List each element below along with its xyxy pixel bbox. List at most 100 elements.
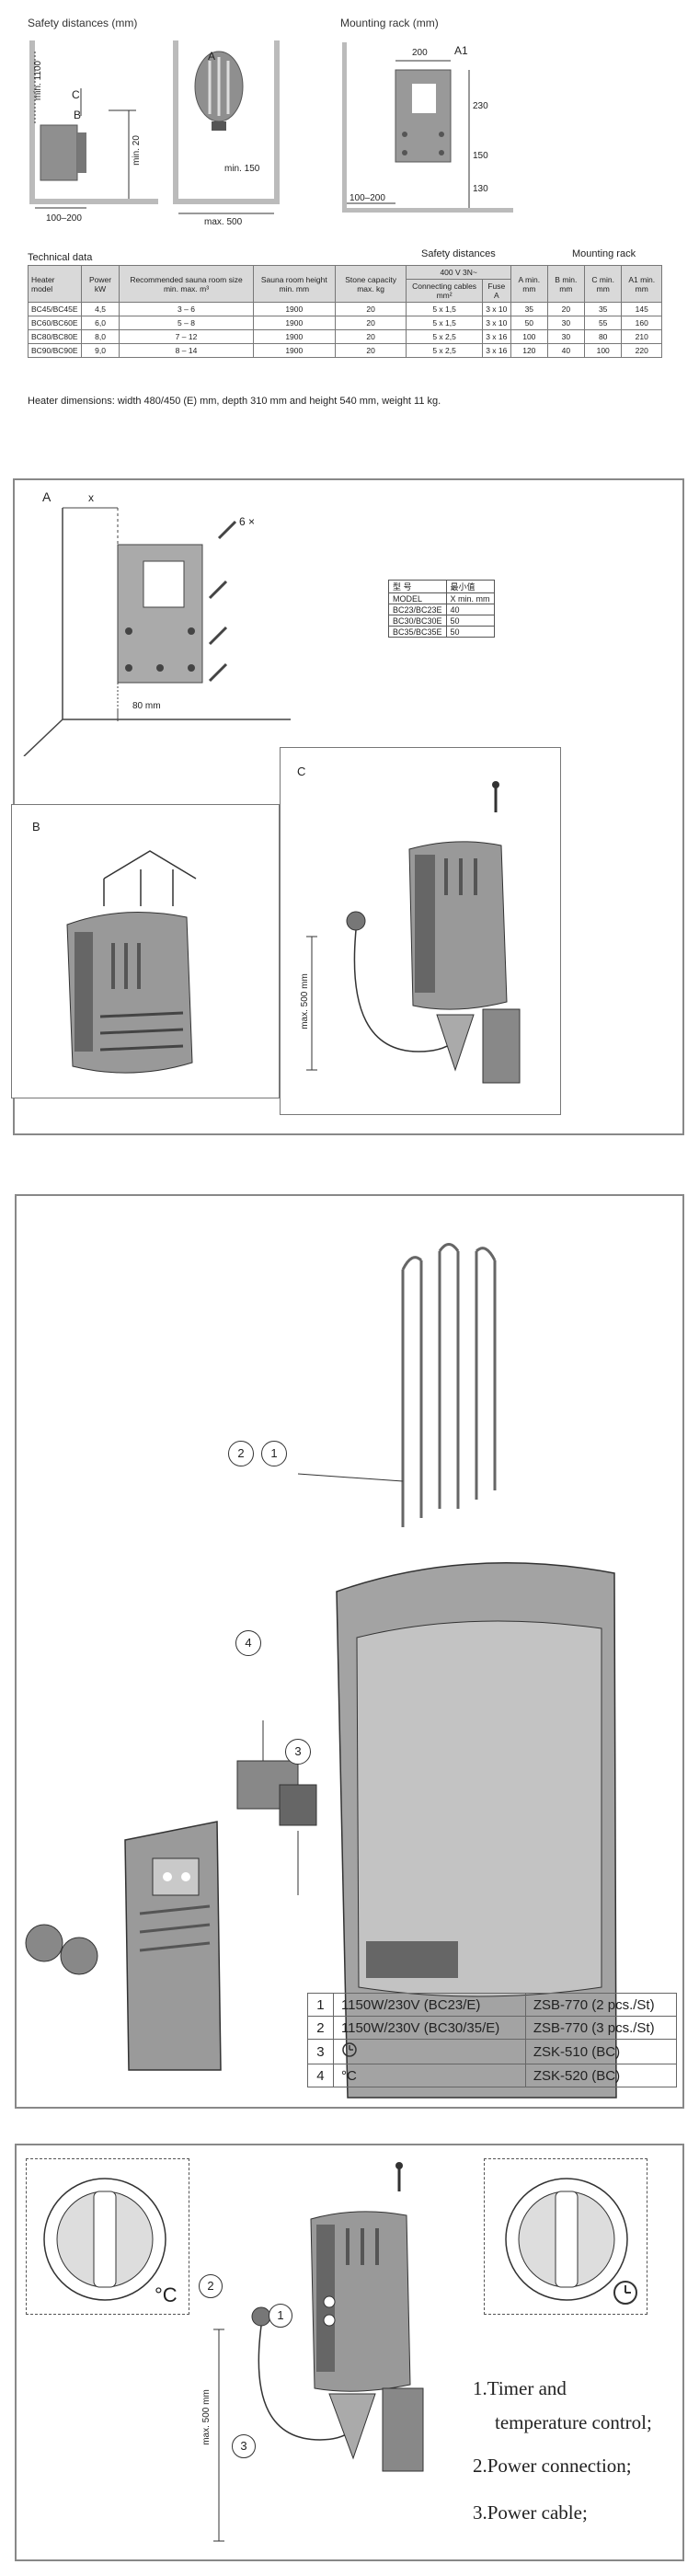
tech-cell: 5 x 1,5 [406,302,483,316]
parts-cell: 4 [307,2064,334,2087]
tech-cell: 160 [621,316,662,330]
tech-group-safety: Safety distances [421,248,496,259]
label-A: A [208,50,216,63]
tech-cell: 55 [583,316,623,330]
wall-mount-diagram [23,507,291,756]
tech-cell: 100 [583,343,623,358]
callout-1: 1 [269,2304,292,2328]
tech-cell: 7 – 12 [119,329,254,344]
tech-cell: 3 x 10 [481,302,511,316]
parts-cell: °C [332,2064,526,2087]
safety-diagram [29,40,280,214]
callout-3: 3 [285,1739,311,1765]
label-h150: 150 [473,151,488,161]
label-min1100: min. 1100 [33,60,44,101]
mini-h4: X min. mm [445,592,495,604]
mini-r3c1: BC35/BC35E [388,626,447,638]
parts-cell: 2 [307,2016,334,2040]
tech-title: Technical data [28,252,93,263]
th-stone: Stone capacity max. kg [334,265,407,303]
tech-cell: 3 – 6 [119,302,254,316]
tech-cell: 40 [546,343,585,358]
parts-cell: ZSK-510 (BC) [524,2039,678,2064]
label-max500: max. 500 [204,217,243,227]
heater-install-diagram [306,781,521,1084]
mini-r1c2: 40 [445,604,495,615]
label-h230: 230 [473,101,488,111]
timer-dial [505,2178,637,2305]
safety-distances-section: Safety distances (mm) min. 1100 C B min.… [26,17,280,228]
tech-cell: 1900 [252,343,336,358]
legend-line-2: temperature control; [495,2411,652,2433]
tech-cell: 100 [510,329,548,344]
label-min20: min. 20 [131,135,142,166]
legend-line-4: 3.Power cable; [473,2501,588,2524]
callout-2: 2 [199,2274,223,2298]
temperature-dial-frame [26,2158,189,2315]
mini-r2c1: BC30/BC30E [388,615,447,627]
mount-diagram [342,42,513,213]
tech-cell: 20 [334,343,407,358]
tech-cell: 5 x 2,5 [406,329,483,344]
controls-legend: 1.Timer and temperature control; 2.Power… [473,2377,675,2524]
tech-cell: 4,5 [80,302,120,316]
parts-cell: ZSB-770 (2 pcs./St) [524,1993,678,2017]
th-height: Sauna room height min. mm [252,265,336,303]
tech-cell: 1900 [252,302,336,316]
clock-icon [332,2039,526,2064]
mini-r1c1: BC23/BC23E [388,604,447,615]
clock-icon-svg [342,2042,357,2057]
mini-h3: MODEL [388,592,447,604]
label-dist80: 80 mm [132,701,161,711]
label-C: C [297,765,306,778]
th-c: C min. mm [583,265,623,303]
label-A1: A1 [454,44,468,57]
label-max500: max. 500 mm [201,2389,212,2445]
parts-cell: ZSB-770 (3 pcs./St) [524,2016,678,2040]
th-400v: 400 V 3N~ [406,265,511,280]
tech-cell: 80 [583,329,623,344]
th-b: B min. mm [546,265,585,303]
label-range: 100–200 [46,213,82,224]
tech-cell: 5 x 1,5 [406,316,483,330]
tech-cell: 50 [510,316,548,330]
callout-2: 2 [228,1441,254,1466]
label-screws: 6 × [239,515,256,528]
tech-cell: 3 x 10 [481,316,511,330]
callout-3: 3 [232,2434,256,2458]
th-model: Heater model [28,265,82,303]
th-fuse: Fuse A [481,279,511,303]
label-w200: 200 [412,48,428,58]
th-a1: A1 min. mm [621,265,662,303]
tech-cell: 120 [510,343,548,358]
heater-hang-diagram [66,850,197,1074]
mount-title: Mounting rack (mm) [340,17,439,29]
label-x: x [88,491,94,504]
parts-cell: 1150W/230V (BC23/E) [332,1993,526,2017]
technical-data-table: Heater model Power kW Recommended sauna … [28,265,662,358]
step-c-panel: C max. 500 mm [280,747,561,1115]
tech-cell: 30 [546,329,585,344]
tech-cell: 145 [621,302,662,316]
mini-h1: 型 号 [388,580,447,593]
tech-cell: 20 [334,302,407,316]
label-B: B [74,109,82,121]
tech-cell: 1900 [252,329,336,344]
tech-cell: 3 x 16 [481,343,511,358]
heater-exploded-diagram [25,1243,617,2099]
tech-cell: 3 x 16 [481,329,511,344]
controls-panel: °C max. 500 mm 2 1 3 1.Timer and tempera… [15,2144,684,2561]
tech-cell: 8 – 14 [119,343,254,358]
